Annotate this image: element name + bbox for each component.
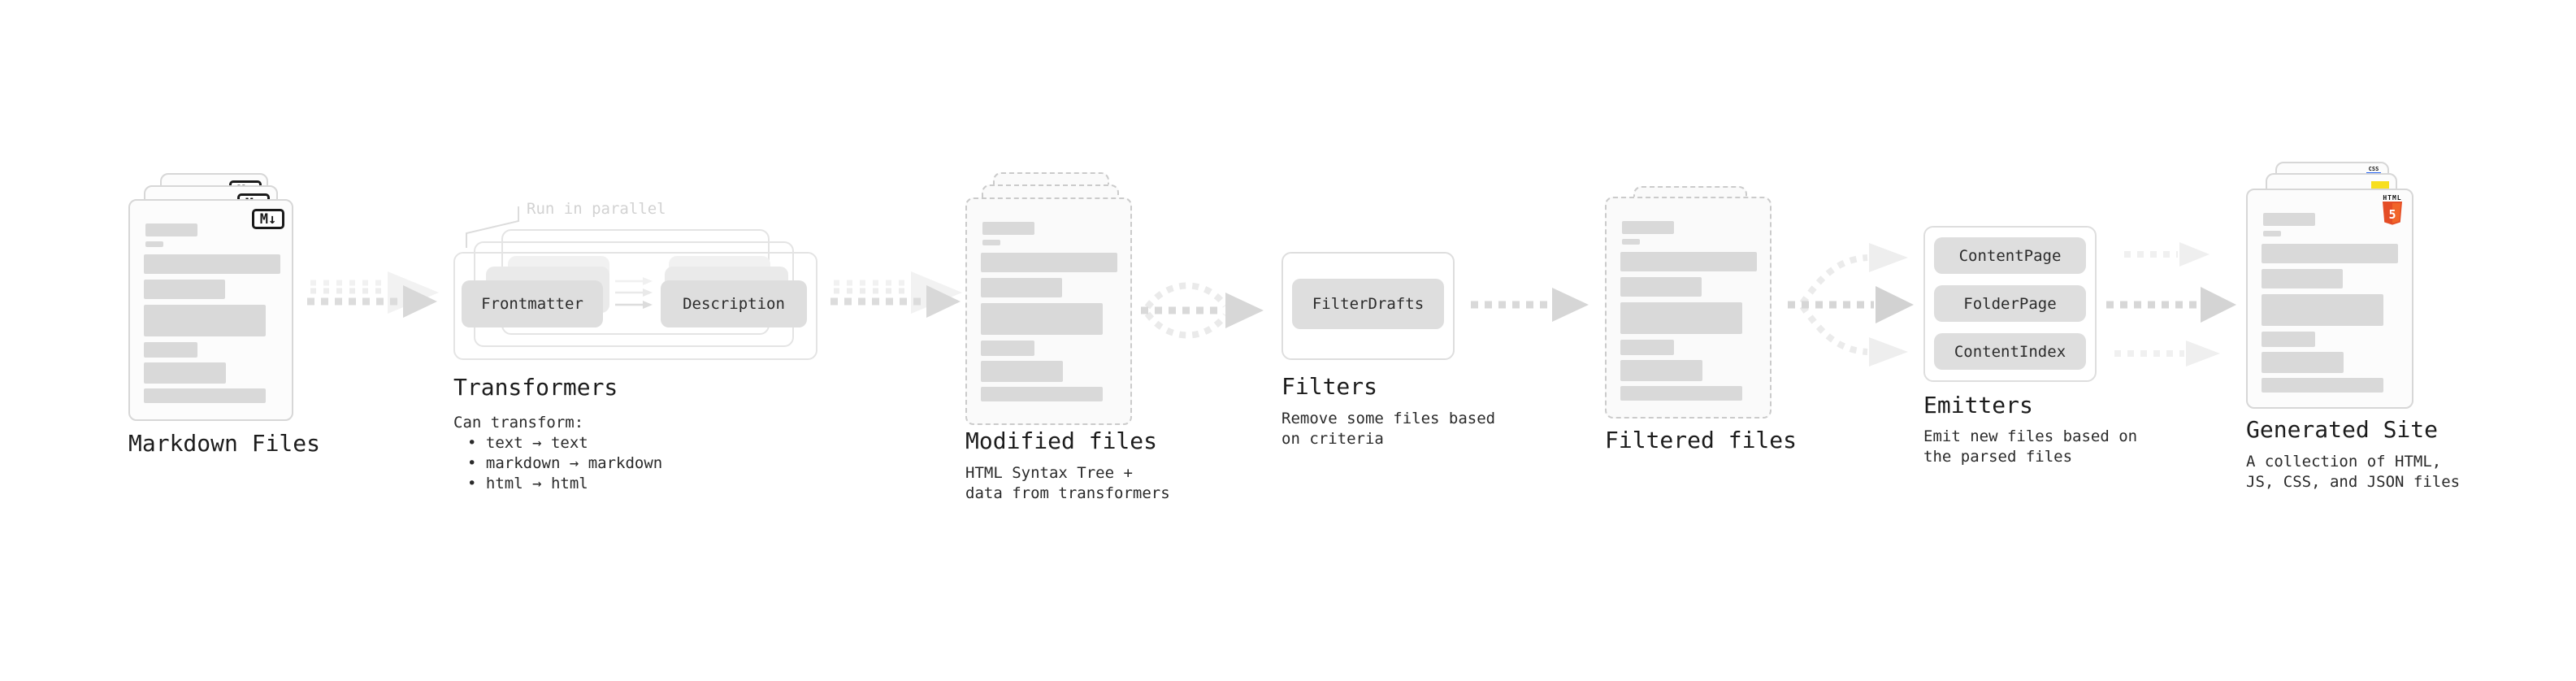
transformers-bullet-1: • text → text — [467, 434, 588, 452]
doc-line — [1620, 252, 1757, 271]
doc-line — [981, 303, 1103, 335]
doc-line — [2262, 332, 2315, 347]
doc-line — [982, 240, 1000, 245]
filtered-file-card-front — [1605, 197, 1772, 419]
annotation-connector-line — [466, 206, 519, 248]
doc-line — [982, 222, 1034, 235]
arrow-transformers-to-modified — [827, 271, 962, 318]
run-in-parallel-annotation: Run in parallel — [527, 200, 666, 218]
doc-line — [144, 305, 266, 336]
doc-line — [981, 361, 1063, 382]
arrow-emitters-to-site-top — [2124, 242, 2210, 267]
emitters-label: Emitters — [1923, 392, 2033, 419]
css-icon-text: CSS — [2368, 166, 2379, 172]
doc-line — [144, 388, 266, 403]
html5-icon-text: HTML — [2383, 194, 2402, 202]
generated-site-label: Generated Site — [2246, 416, 2439, 443]
doc-line — [1620, 340, 1674, 355]
site-file-card-front: HTML 5 — [2246, 189, 2413, 409]
doc-line — [144, 342, 197, 358]
transformers-label: Transformers — [453, 374, 618, 401]
doc-line — [2262, 269, 2343, 288]
description-box: Description — [661, 280, 807, 327]
markdown-icon: M↓ — [252, 209, 284, 229]
emitter-contentindex-box: ContentIndex — [1934, 333, 2086, 370]
doc-line — [1620, 360, 1702, 381]
arrow-emitters-to-site-middle — [2106, 287, 2236, 323]
arrow-filtered-to-emitters-fanout — [1788, 243, 1914, 367]
doc-line — [145, 241, 163, 247]
doc-line — [1620, 277, 1702, 297]
doc-line — [144, 362, 226, 384]
doc-line — [981, 340, 1034, 356]
filters-label: Filters — [1281, 373, 1378, 400]
doc-line — [1620, 302, 1742, 334]
doc-line — [144, 280, 225, 299]
emitter-contentpage-box: ContentPage — [1934, 237, 2086, 274]
html5-icon-shield: 5 — [2383, 202, 2402, 225]
svg-text:5: 5 — [2388, 207, 2396, 222]
arrow-markdown-to-transformers — [304, 271, 439, 318]
arrow-filters-to-filtered — [1471, 288, 1589, 322]
doc-line — [2263, 231, 2281, 236]
parallel-arrows-icon — [615, 277, 653, 309]
transformers-bullet-2: • markdown → markdown — [467, 454, 663, 472]
markdown-file-card-front: M↓ — [128, 199, 293, 421]
doc-line — [145, 223, 197, 236]
modified-files-label: Modified files — [965, 427, 1158, 454]
transformers-caption-title: Can transform: — [453, 414, 584, 432]
modified-files-caption: HTML Syntax Tree + data from transformer… — [965, 464, 1170, 502]
doc-line — [144, 254, 280, 274]
modified-file-card-front — [965, 197, 1132, 425]
emitters-caption: Emit new files based on the parsed files — [1923, 427, 2138, 466]
markdown-icon-glyph: M↓ — [259, 210, 277, 228]
arrow-modified-to-filters — [1141, 282, 1264, 339]
filtered-files-label: Filtered files — [1605, 427, 1798, 453]
generated-site-caption: A collection of HTML, JS, CSS, and JSON … — [2246, 453, 2461, 491]
doc-line — [2263, 213, 2315, 226]
transformers-bullet-3: • html → html — [467, 475, 588, 492]
filterdrafts-box: FilterDrafts — [1292, 279, 1444, 329]
markdown-files-label: Markdown Files — [128, 430, 321, 457]
doc-line — [1620, 386, 1742, 401]
doc-line — [1622, 221, 1674, 234]
html5-icon: HTML 5 — [2381, 194, 2404, 226]
doc-line — [2262, 378, 2383, 393]
doc-line — [2262, 352, 2344, 373]
doc-line — [981, 253, 1117, 272]
doc-line — [981, 387, 1103, 401]
emitter-folderpage-box: FolderPage — [1934, 285, 2086, 322]
filters-caption: Remove some files based on criteria — [1281, 410, 1496, 448]
doc-line — [2262, 294, 2383, 326]
arrow-emitters-to-site-bottom — [2114, 340, 2220, 367]
doc-line — [981, 278, 1062, 297]
doc-line — [2262, 244, 2398, 263]
doc-line — [1622, 239, 1640, 245]
frontmatter-box: Frontmatter — [462, 280, 603, 327]
transformer-frame-front — [453, 252, 817, 360]
